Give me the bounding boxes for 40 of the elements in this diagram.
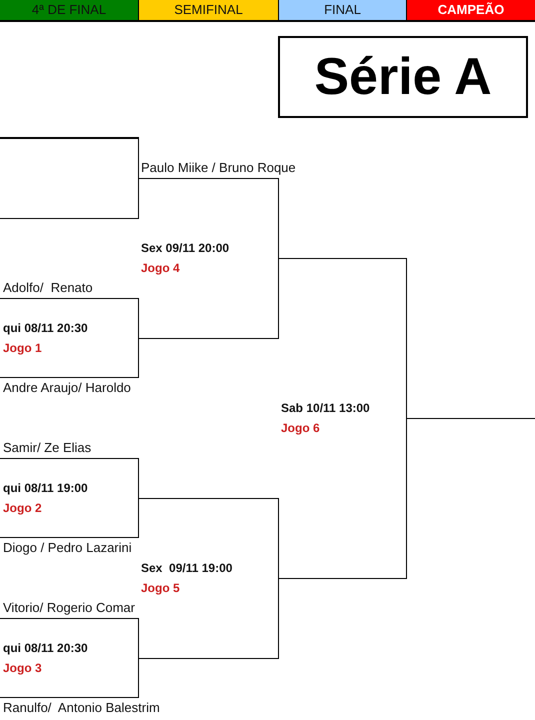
round-header-band [0,0,139,22]
match-date-time: Sex 09/11 20:00 [141,240,230,257]
round-title: 4ª DE FINAL [32,1,106,19]
match-bracket [0,298,139,378]
match-bracket [139,498,279,658]
match-bracket [0,618,139,698]
match-date-time: qui 08/11 20:30 [3,320,88,337]
team-name: Vitorio/ Rogerio Comar [3,599,135,617]
match-bracket [0,137,139,219]
connector-line [278,258,408,259]
match-bracket [0,458,139,538]
connector-line [138,178,280,179]
connector-line [406,418,535,419]
team-name: Samir/ Ze Elias [3,439,92,457]
round-header-band [407,0,535,22]
round-title: FINAL [324,1,361,19]
match-number: Jogo 1 [3,340,42,357]
team-name: Ranulfo/ Antonio Balestrim [3,699,160,717]
match-number: Jogo 5 [141,580,180,597]
match-date-time: qui 08/11 19:00 [3,480,88,497]
match-date-time: Sab 10/11 13:00 [281,400,370,417]
team-name: Andre Araujo/ Haroldo [3,379,131,397]
match-date-time: qui 08/11 20:30 [3,640,88,657]
team-name: Adolfo/ Renato [3,279,93,297]
match-date-time: Sex 09/11 19:00 [141,560,232,577]
match-bracket [279,258,407,578]
team-name: Diogo / Pedro Lazarini [3,539,132,557]
match-number: Jogo 6 [281,420,320,437]
connector-line [278,578,408,579]
match-number: Jogo 2 [3,500,42,517]
connector-line [138,338,280,339]
match-number: Jogo 3 [3,660,42,677]
match-number: Jogo 4 [141,260,180,277]
connector-line [138,658,280,659]
round-title: CAMPEÃO [438,1,504,19]
round-header-band [279,0,407,22]
connector-line [138,498,280,499]
round-title: SEMIFINAL [174,1,243,19]
round-header-band [139,0,279,22]
series-title: Série A [278,36,528,118]
